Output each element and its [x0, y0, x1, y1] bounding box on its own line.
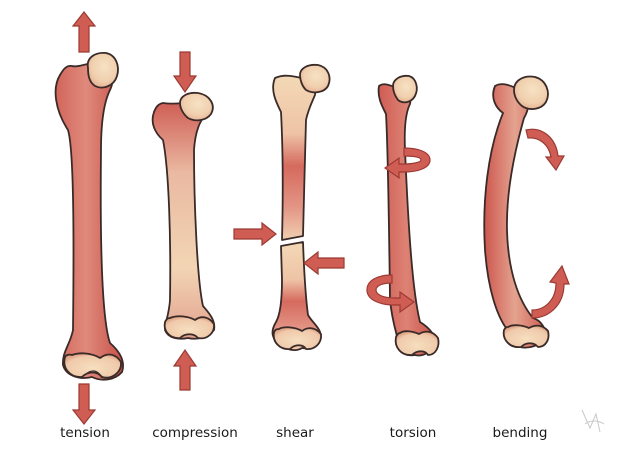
torsion-arrow-top	[383, 147, 431, 180]
bone-shear	[271, 63, 331, 351]
torsion-arrow-bottom	[366, 274, 416, 314]
shear-arrow-right	[233, 221, 277, 247]
bending-arrow-top	[525, 128, 566, 172]
bone-compression	[151, 91, 216, 340]
tension-arrow-down	[71, 383, 97, 425]
label-torsion: torsion	[389, 425, 437, 441]
label-shear: shear	[276, 425, 314, 441]
bone-bending	[483, 75, 550, 349]
bone-torsion	[377, 74, 440, 357]
bending-arrow-bottom	[531, 264, 570, 319]
label-tension: tension	[60, 425, 110, 441]
compression-arrow-top	[172, 51, 198, 94]
label-bending: bending	[492, 425, 548, 441]
artist-signature	[581, 409, 605, 433]
compression-arrow-bottom	[172, 348, 198, 391]
tension-arrow-up	[71, 11, 97, 53]
label-compression: compression	[152, 425, 238, 441]
shear-arrow-left	[303, 250, 345, 276]
bone-tension	[54, 52, 124, 381]
